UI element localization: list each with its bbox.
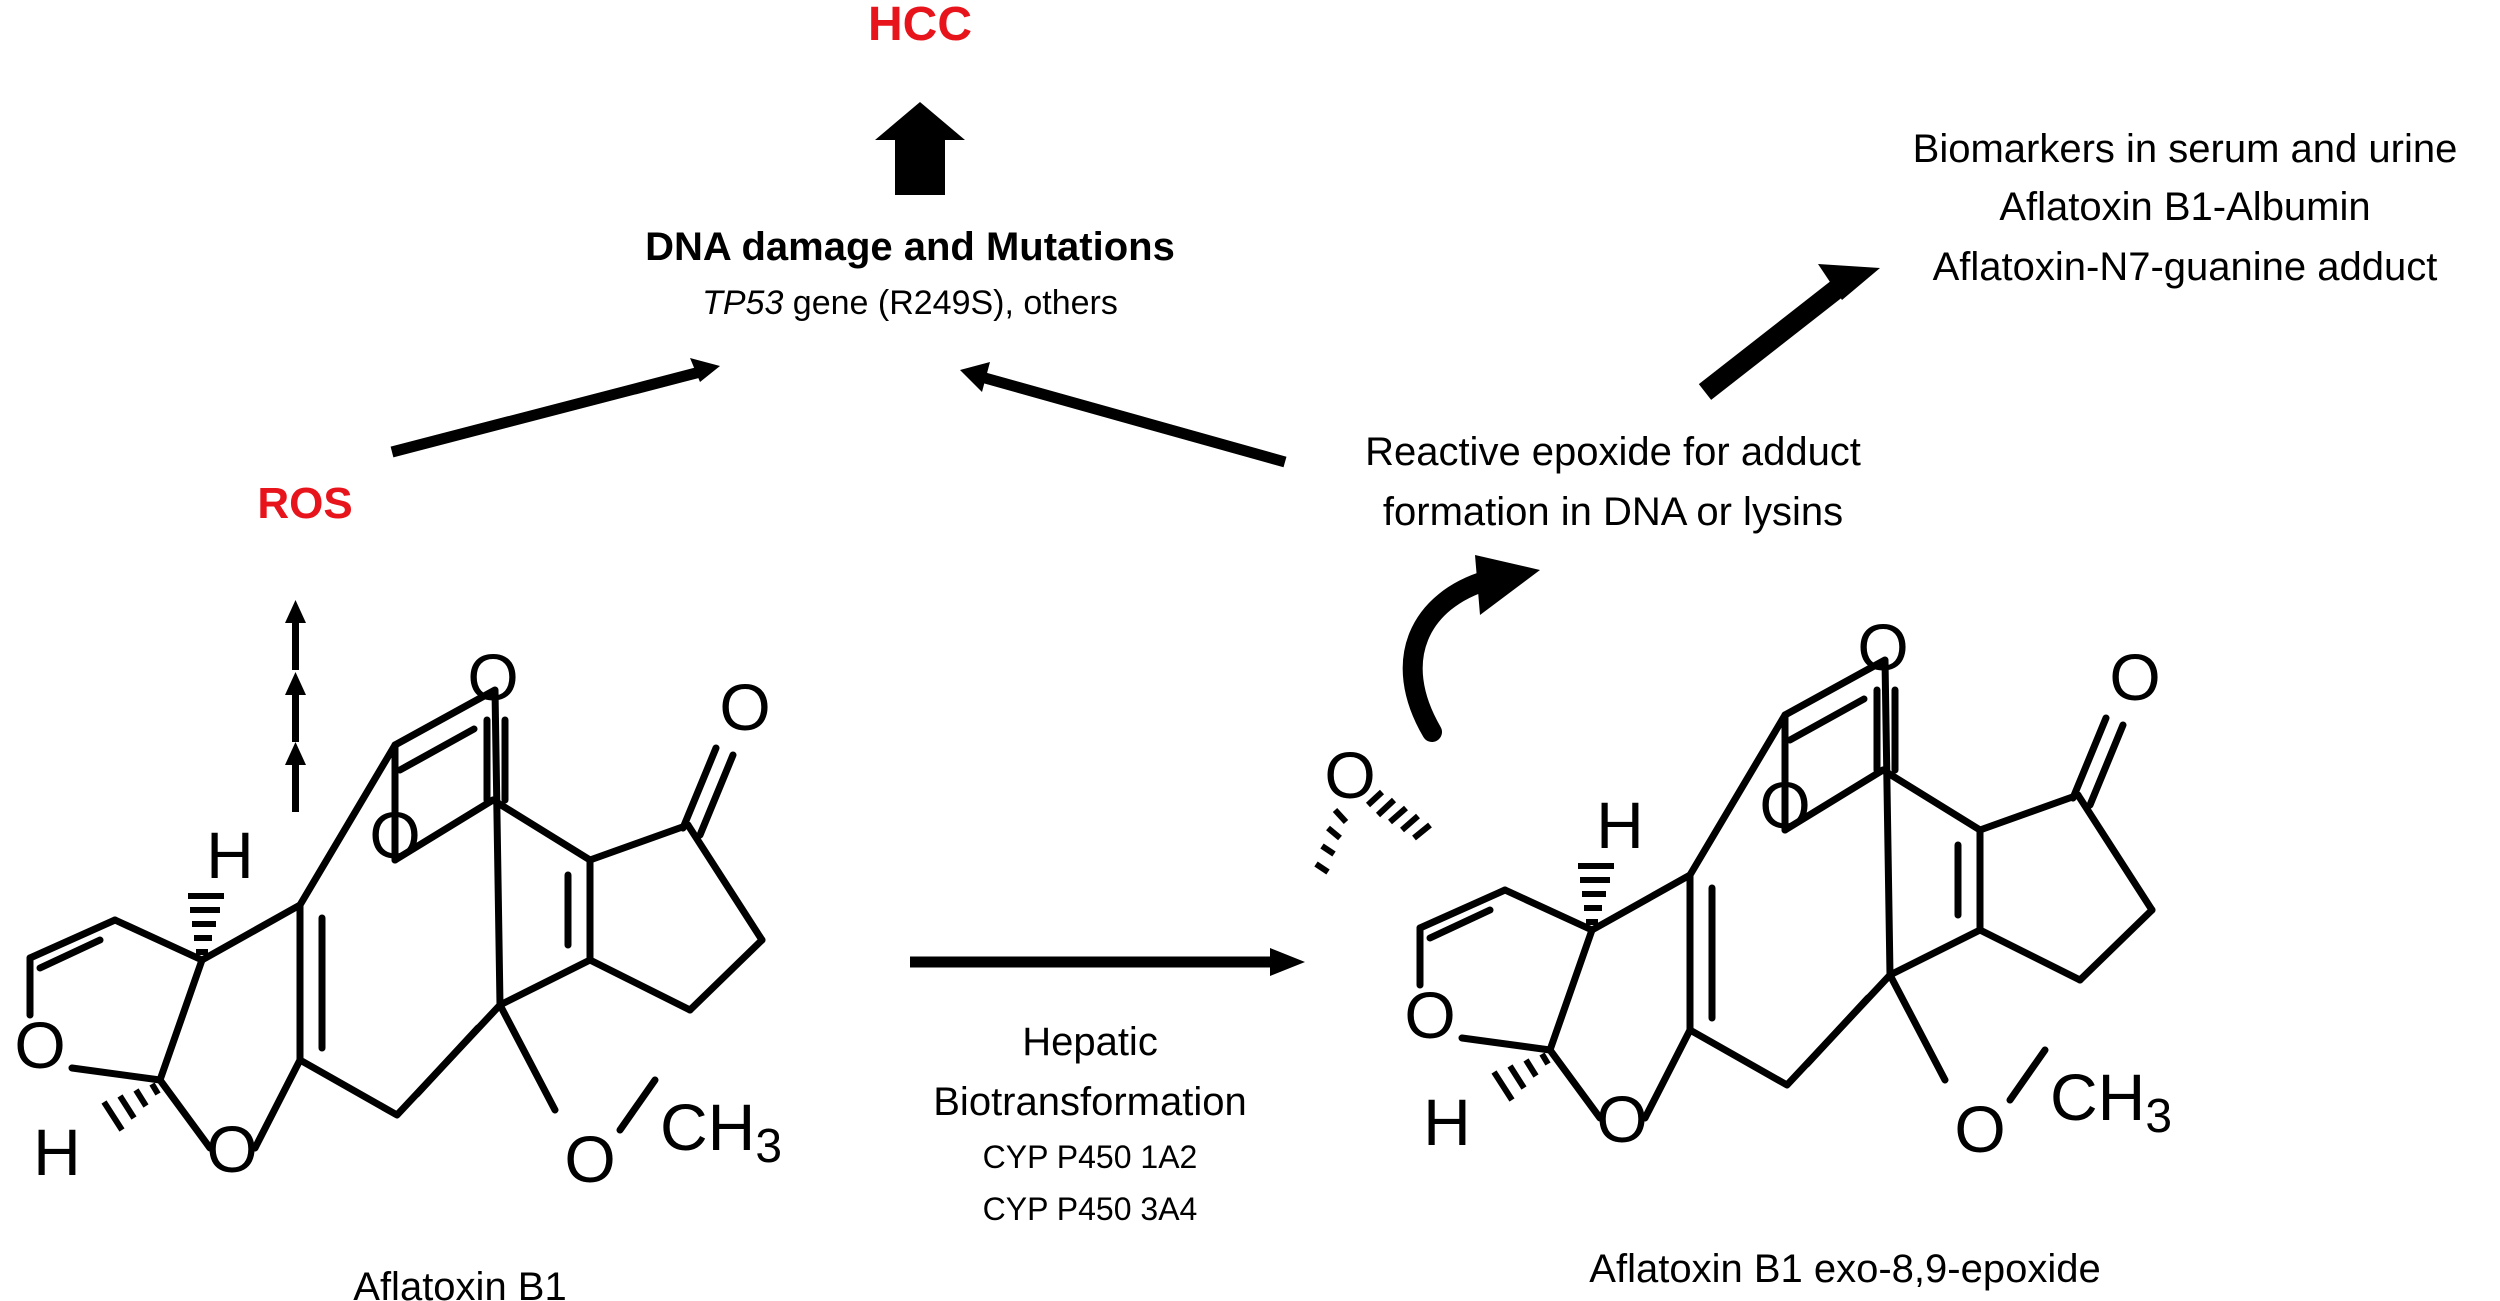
arrows: [285, 102, 1880, 976]
atom-o-lactone: O: [1759, 768, 1810, 842]
biomarkers-line-3: Aflatoxin-N7-guanine adduct: [1933, 245, 2438, 289]
ros-dashed-arrow: [285, 600, 306, 812]
hcc-arrow: [875, 102, 965, 195]
atom-o-ketone: O: [2109, 640, 2160, 714]
atom-o-ketone: O: [719, 670, 770, 744]
methyl-group: CH3: [660, 1090, 782, 1173]
epoxide-curved-arrow: [1402, 570, 1498, 742]
atom-h-top: H: [1596, 788, 1644, 862]
aflatoxin-b1-structure: O O O H O O H O CH3: [14, 640, 782, 1196]
aflatoxin-epoxide-structure: O O O H O O H O CH3 O: [1314, 610, 2172, 1166]
epoxide-desc-line-1: Reactive epoxide for adduct: [1365, 430, 1861, 474]
atom-o-carbonyl: O: [1857, 610, 1908, 684]
atom-o-ring-b: O: [206, 1112, 257, 1186]
hepatic-label: Hepatic: [1022, 1020, 1158, 1064]
atom-o-ring-a: O: [1404, 978, 1455, 1052]
hcc-label: HCC: [868, 0, 972, 51]
ros-label: ROS: [257, 479, 352, 528]
biotransformation-label: Biotransformation: [933, 1080, 1246, 1124]
epoxide-to-dna-arrow: [983, 372, 1287, 468]
atom-o-ring-a: O: [14, 1008, 65, 1082]
epoxide-desc-line-2: formation in DNA or lysins: [1383, 490, 1843, 534]
dna-damage-detail: TP53 gene (R249S), others: [702, 284, 1118, 322]
atom-o-epoxide: O: [1324, 738, 1375, 812]
atom-h-bottom: H: [33, 1115, 81, 1189]
atom-o-methoxy: O: [564, 1122, 615, 1196]
atom-o-carbonyl: O: [467, 640, 518, 714]
right-compound-label: Aflatoxin B1 exo-8,9-epoxide: [1589, 1247, 2100, 1291]
atom-o-methoxy: O: [1954, 1092, 2005, 1166]
atom-h-top: H: [206, 818, 254, 892]
cyp-1a2-label: CYP P450 1A2: [983, 1139, 1198, 1175]
cyp-3a4-label: CYP P450 3A4: [983, 1191, 1198, 1227]
atom-o-lactone: O: [369, 798, 420, 872]
dna-damage-title: DNA damage and Mutations: [645, 225, 1175, 269]
methyl-group: CH3: [2050, 1060, 2172, 1143]
ros-to-dna-arrow: [390, 366, 702, 458]
atom-h-bottom: H: [1423, 1085, 1471, 1159]
atom-o-ring-b: O: [1596, 1082, 1647, 1156]
epoxide-to-biomarkers-arrow: [1698, 280, 1845, 400]
biomarkers-line-1: Biomarkers in serum and urine: [1913, 127, 2458, 171]
left-compound-label: Aflatoxin B1: [353, 1265, 566, 1301]
biomarkers-line-2: Aflatoxin B1-Albumin: [1999, 185, 2370, 229]
